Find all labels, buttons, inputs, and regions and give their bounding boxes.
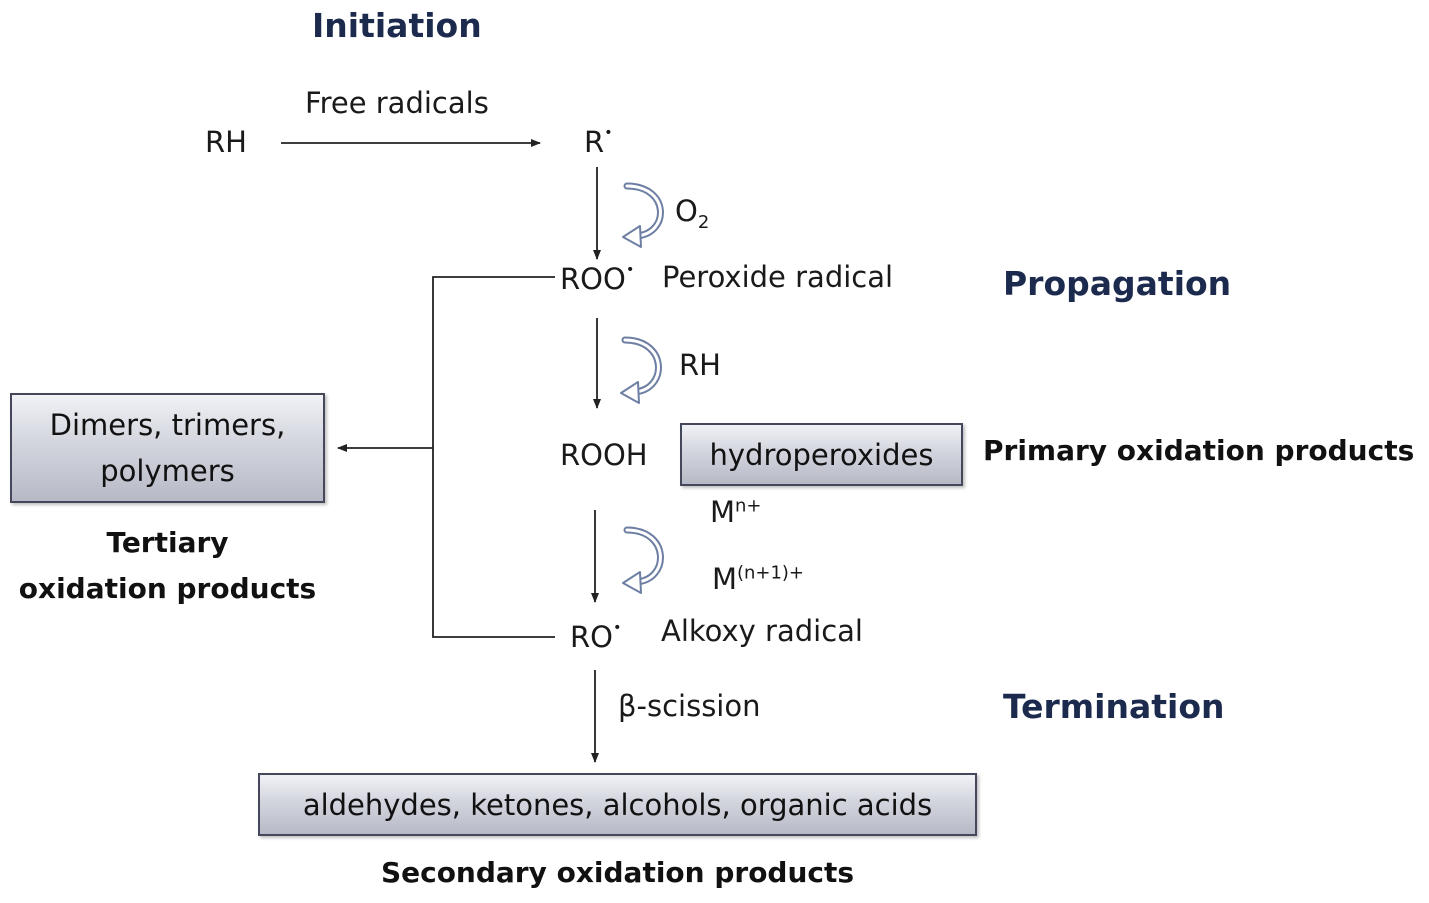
species-rh: RH — [205, 125, 247, 159]
tertiary-products-caption: Tertiary oxidation products — [18, 526, 317, 605]
tertiary-products-box: Dimers, trimers, polymers — [10, 393, 325, 503]
species-roo-radical: ROO• — [560, 262, 635, 296]
tertiary-bracket — [432, 276, 555, 638]
rh-curved-arrow-icon — [620, 336, 662, 404]
metal-curved-arrow-icon — [622, 526, 664, 594]
free-radicals-label: Free radicals — [305, 86, 489, 120]
stage-termination: Termination — [1003, 687, 1225, 726]
metal-high-oxidation: M(n+1)+ — [712, 562, 804, 596]
metal-low-oxidation: Mn+ — [710, 495, 762, 529]
o2-reagent: O2 — [675, 194, 710, 233]
species-rooh: ROOH — [560, 438, 648, 472]
secondary-products-box: aldehydes, ketones, alcohols, organic ac… — [258, 773, 977, 836]
species-ro-radical: RO• — [570, 620, 622, 654]
species-r-radical: R• — [584, 125, 613, 159]
alkoxy-radical-label: Alkoxy radical — [661, 614, 863, 648]
hydroperoxides-box: hydroperoxides — [680, 423, 963, 486]
stage-initiation: Initiation — [312, 6, 482, 45]
primary-products-caption: Primary oxidation products — [983, 434, 1415, 467]
secondary-products-caption: Secondary oxidation products — [380, 856, 855, 889]
stage-propagation: Propagation — [1003, 264, 1232, 303]
beta-scission-label: β-scission — [618, 689, 761, 723]
peroxide-radical-label: Peroxide radical — [662, 260, 894, 294]
rh-reagent: RH — [679, 348, 721, 382]
o2-curved-arrow-icon — [622, 182, 664, 248]
